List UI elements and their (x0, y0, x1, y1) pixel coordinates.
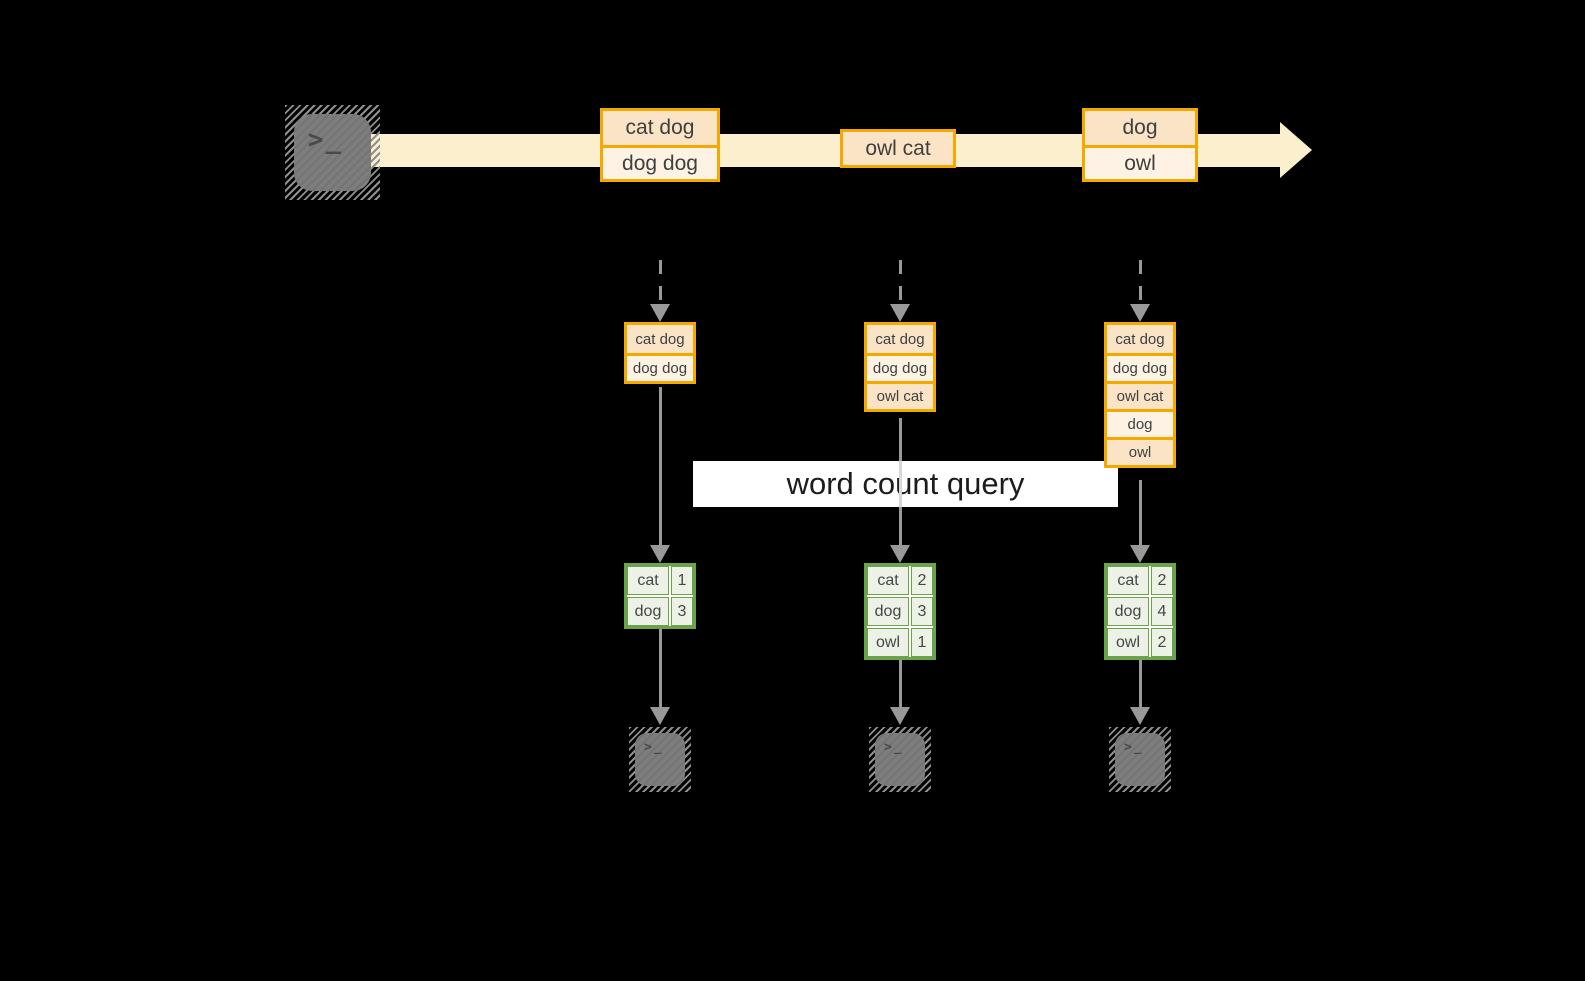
word-cell: cat (1107, 566, 1149, 595)
batch-row: owl (1085, 145, 1195, 179)
query-banner: word count query (693, 461, 1118, 507)
terminal-prompt-glyph: >_ (307, 124, 344, 155)
word-cell: dog (1107, 597, 1149, 626)
source-terminal-icon: >_ (285, 105, 380, 200)
count-cell: 3 (671, 597, 693, 626)
terminal-prompt-glyph: >_ (1124, 740, 1144, 756)
stream-arrow-head-icon (1280, 122, 1312, 178)
micro-batch-arrow-head-icon (650, 304, 670, 322)
terminal-body: >_ (1115, 733, 1165, 786)
word-cell: owl (867, 628, 909, 657)
buffer-row: dog dog (1107, 353, 1173, 381)
micro-batch-arrow-shaft (1138, 260, 1142, 304)
terminal-prompt-glyph: >_ (884, 740, 904, 756)
count-cell: 2 (911, 566, 933, 595)
batch-row: dog (1085, 111, 1195, 145)
buffer-row: dog (1107, 409, 1173, 437)
query-arrow-head-icon (650, 545, 670, 563)
result-arrow-head-icon (650, 707, 670, 725)
batch-row: owl cat (843, 132, 953, 165)
buffer-row: dog dog (867, 353, 933, 381)
micro-batch-arrow-shaft (658, 260, 662, 304)
result-arrow-shaft (658, 629, 662, 707)
micro-batch-arrow-head-icon (890, 304, 910, 322)
sink-terminal-icon: >_ (869, 727, 931, 792)
terminal-body: >_ (294, 114, 371, 191)
buffer-row: owl cat (867, 381, 933, 409)
batch-row: cat dog (603, 111, 717, 145)
buffer-row: cat dog (1107, 325, 1173, 353)
terminal-body: >_ (875, 733, 925, 786)
word-cell: cat (867, 566, 909, 595)
sink-terminal-icon: >_ (629, 727, 691, 792)
result-arrow-head-icon (890, 707, 910, 725)
count-cell: 4 (1151, 597, 1173, 626)
count-cell: 1 (671, 566, 693, 595)
query-arrow-head-icon (1130, 545, 1150, 563)
query-arrow-shaft (1138, 480, 1142, 545)
connector-through-banner (899, 461, 902, 507)
count-cell: 3 (911, 597, 933, 626)
result-arrow-shaft (1138, 660, 1142, 707)
count-cell: 2 (1151, 628, 1173, 657)
word-cell: cat (627, 566, 669, 595)
buffer-row: cat dog (867, 325, 933, 353)
query-banner-label: word count query (786, 466, 1025, 501)
buffer-row: dog dog (627, 353, 693, 381)
micro-batch-arrow-head-icon (1130, 304, 1150, 322)
count-cell: 1 (911, 628, 933, 657)
batch-2: owl cat (840, 129, 956, 168)
terminal-body: >_ (635, 733, 685, 786)
query-arrow-shaft (658, 387, 662, 545)
word-cell: dog (627, 597, 669, 626)
result-arrow-head-icon (1130, 707, 1150, 725)
word-cell: dog (867, 597, 909, 626)
buffer-row: cat dog (627, 325, 693, 353)
word-cell: owl (1107, 628, 1149, 657)
micro-batch-arrow-shaft (898, 260, 902, 304)
result-arrow-shaft (898, 660, 902, 707)
batch-row: dog dog (603, 145, 717, 179)
buffer-row: owl (1107, 437, 1173, 465)
terminal-prompt-glyph: >_ (644, 740, 664, 756)
sink-terminal-icon: >_ (1109, 727, 1171, 792)
count-cell: 2 (1151, 566, 1173, 595)
buffer-row: owl cat (1107, 381, 1173, 409)
query-arrow-head-icon (890, 545, 910, 563)
